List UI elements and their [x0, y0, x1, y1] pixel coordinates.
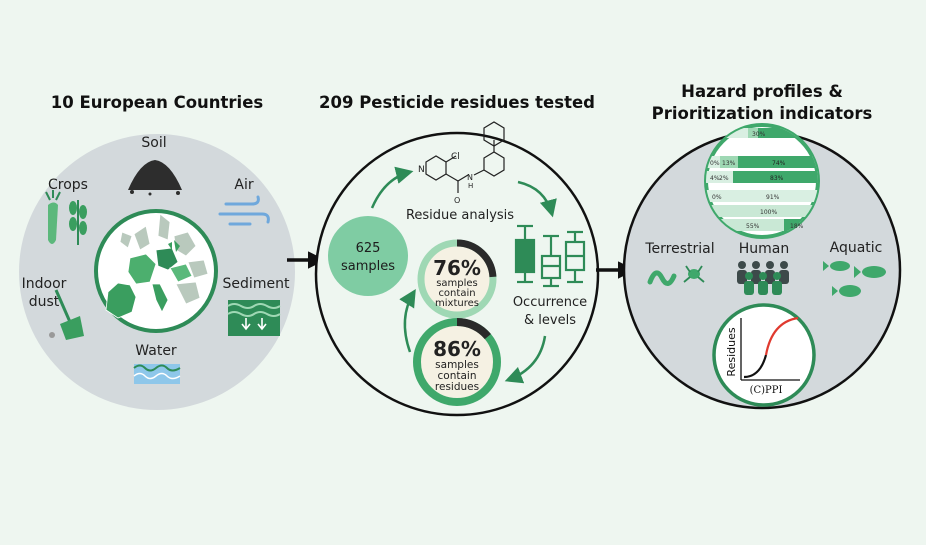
molecule-n: N	[418, 165, 425, 175]
mixtures-percent: 76%	[433, 256, 481, 280]
bar-row-1-fill	[748, 128, 758, 138]
fish-icon	[823, 261, 886, 297]
arrow-residues-to-mixtures	[399, 289, 416, 353]
arrow-occurrence-to-residues	[504, 335, 547, 384]
bar-row-4	[706, 190, 818, 202]
panel1-title: 10 European Countries	[51, 93, 264, 112]
human-label: Human	[739, 241, 790, 257]
residues-donut: 86% samples contain residues	[413, 318, 501, 406]
residues-line1: samples	[435, 359, 479, 371]
samples-count: 625	[356, 241, 381, 256]
arrow-samples-to-analysis	[370, 166, 414, 209]
bar-label-6b: 18%	[790, 223, 804, 230]
curve-line-low	[743, 354, 768, 379]
bar-row-5	[706, 205, 818, 217]
soil-icon	[128, 160, 182, 196]
terrestrial-label: Terrestrial	[644, 241, 714, 257]
panel-countries: 10 European Countries Soil	[19, 93, 295, 410]
residues-percent: 86%	[433, 337, 481, 361]
panel3-title-line2: Prioritization indicators	[652, 104, 873, 123]
samples-label: samples	[341, 259, 395, 274]
occurrence-label-line1: Occurrence	[513, 295, 587, 310]
bar-label-3b: 2%	[719, 175, 729, 182]
molecule-h: H	[468, 182, 473, 190]
residues-donut-arc	[413, 318, 501, 406]
molecule-o: O	[454, 196, 460, 205]
indoor-label-line2: dust	[29, 294, 60, 310]
bar-row-3-green	[733, 171, 818, 183]
bar-label-4a: 0%	[712, 194, 722, 201]
worm-icon	[647, 270, 677, 286]
ppi-curve-chart: Residues (C)PPI	[712, 303, 816, 407]
air-label: Air	[234, 177, 253, 193]
bar-label-3c: 83%	[770, 175, 784, 182]
panel-hazard: Hazard profiles & Prioritization indicat…	[622, 82, 902, 410]
molecule-icon	[425, 121, 505, 193]
panel3-title-line1: Hazard profiles &	[681, 82, 843, 101]
bar-label-3a: 4%	[710, 175, 720, 182]
samples-bubble	[328, 216, 408, 296]
sediment-icon	[227, 300, 281, 336]
mixtures-line1: samples	[436, 278, 478, 289]
air-icon	[218, 195, 270, 226]
panel2-title: 209 Pesticide residues tested	[319, 93, 595, 112]
residues-line2: contain	[438, 370, 477, 382]
sediment-label: Sediment	[223, 276, 290, 292]
spider-icon	[683, 265, 705, 283]
hazard-bars: 30% 0% 13% 74% 4% 2% 83% 0% 91% 100% 55%…	[704, 123, 820, 239]
soil-label: Soil	[141, 135, 166, 151]
water-icon	[133, 364, 181, 384]
water-label: Water	[135, 343, 177, 359]
mixtures-line3: mixtures	[435, 298, 479, 309]
bar-label-2b: 13%	[722, 160, 736, 167]
curve-x-label: (C)PPI	[750, 385, 783, 396]
crops-label: Crops	[48, 177, 88, 193]
indoor-label-line1: Indoor	[22, 276, 67, 292]
people-icon	[737, 261, 789, 295]
molecule-cl: Cl	[451, 152, 460, 162]
aquatic-label: Aquatic	[830, 240, 883, 256]
panel-residues: 209 Pesticide residues tested 625 sample…	[314, 93, 600, 417]
curve-line-high	[764, 316, 799, 356]
mixtures-donut: 76% samples contain mixtures	[417, 239, 497, 319]
molecule-nh: N	[467, 173, 473, 182]
residues-line3: residues	[435, 381, 479, 393]
mixtures-donut-arc	[417, 239, 497, 319]
bar-label-2c: 74%	[772, 160, 786, 167]
bar-row-1-green	[758, 128, 802, 138]
bar-label-5: 100%	[760, 209, 777, 216]
crops-icon	[45, 190, 87, 245]
bar-row-2-seg	[720, 156, 738, 168]
broom-icon	[49, 289, 84, 340]
bar-label-4b: 91%	[766, 194, 780, 201]
bar-label-2a: 0%	[710, 160, 720, 167]
arrow-analysis-to-occurrence	[517, 180, 557, 218]
bar-label-6a: 55%	[746, 223, 760, 230]
residue-analysis-label: Residue analysis	[406, 208, 514, 223]
bar-row-2-green	[738, 156, 818, 168]
mixtures-line2: contain	[438, 288, 475, 299]
bar-label-1: 30%	[752, 131, 766, 138]
occurrence-label-line2: & levels	[524, 313, 576, 328]
boxplot-icon	[514, 224, 586, 288]
curve-y-label: Residues	[725, 327, 738, 376]
flow-arrows	[370, 166, 557, 384]
europe-map	[94, 209, 218, 333]
